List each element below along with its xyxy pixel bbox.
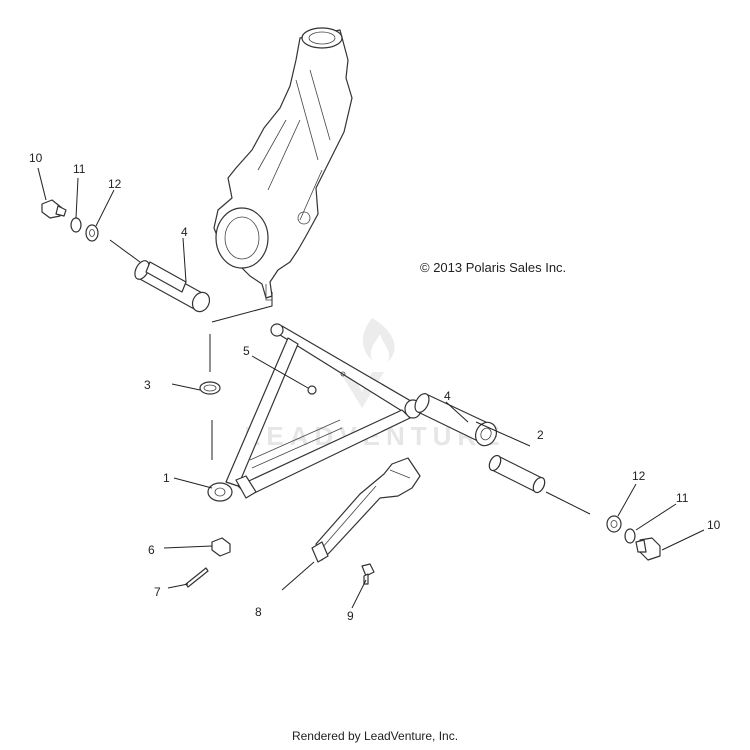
pivot-tube (488, 454, 546, 494)
callout-1: 1 (163, 471, 170, 485)
right-bushing-tube (414, 393, 498, 447)
screw (361, 563, 375, 585)
a-arm-guard (311, 457, 421, 563)
leader-lines (37, 167, 705, 609)
callouts: 10 11 12 4 5 3 4 2 1 12 11 10 6 7 8 9 (29, 151, 721, 623)
right-bolt-hardware (606, 515, 661, 561)
left-bolt-hardware (41, 199, 99, 242)
callout-9: 9 (347, 609, 354, 623)
callout-11-left: 11 (73, 162, 86, 176)
steering-knuckle (213, 27, 353, 301)
callout-4-left: 4 (181, 225, 188, 239)
cotter-pin (185, 567, 209, 588)
castle-nut (211, 537, 231, 557)
bushing (199, 381, 221, 395)
callout-12-left: 12 (108, 177, 122, 191)
grease-fitting (307, 385, 317, 395)
copyright-notice: © 2013 Polaris Sales Inc. (420, 260, 566, 275)
callout-6: 6 (148, 543, 155, 557)
callout-10-left: 10 (29, 151, 43, 165)
a-arm (207, 323, 422, 502)
left-bushing-tube (134, 260, 211, 313)
callout-2: 2 (537, 428, 544, 442)
callout-10-right: 10 (707, 518, 721, 532)
callout-7: 7 (154, 585, 161, 599)
callout-5: 5 (243, 344, 250, 358)
callout-8: 8 (255, 605, 262, 619)
callout-12-right: 12 (632, 469, 646, 483)
callout-3: 3 (144, 378, 151, 392)
callout-4-right: 4 (444, 389, 451, 403)
callout-11-right: 11 (676, 491, 689, 505)
footer-credit: Rendered by LeadVenture, Inc. (291, 729, 459, 743)
